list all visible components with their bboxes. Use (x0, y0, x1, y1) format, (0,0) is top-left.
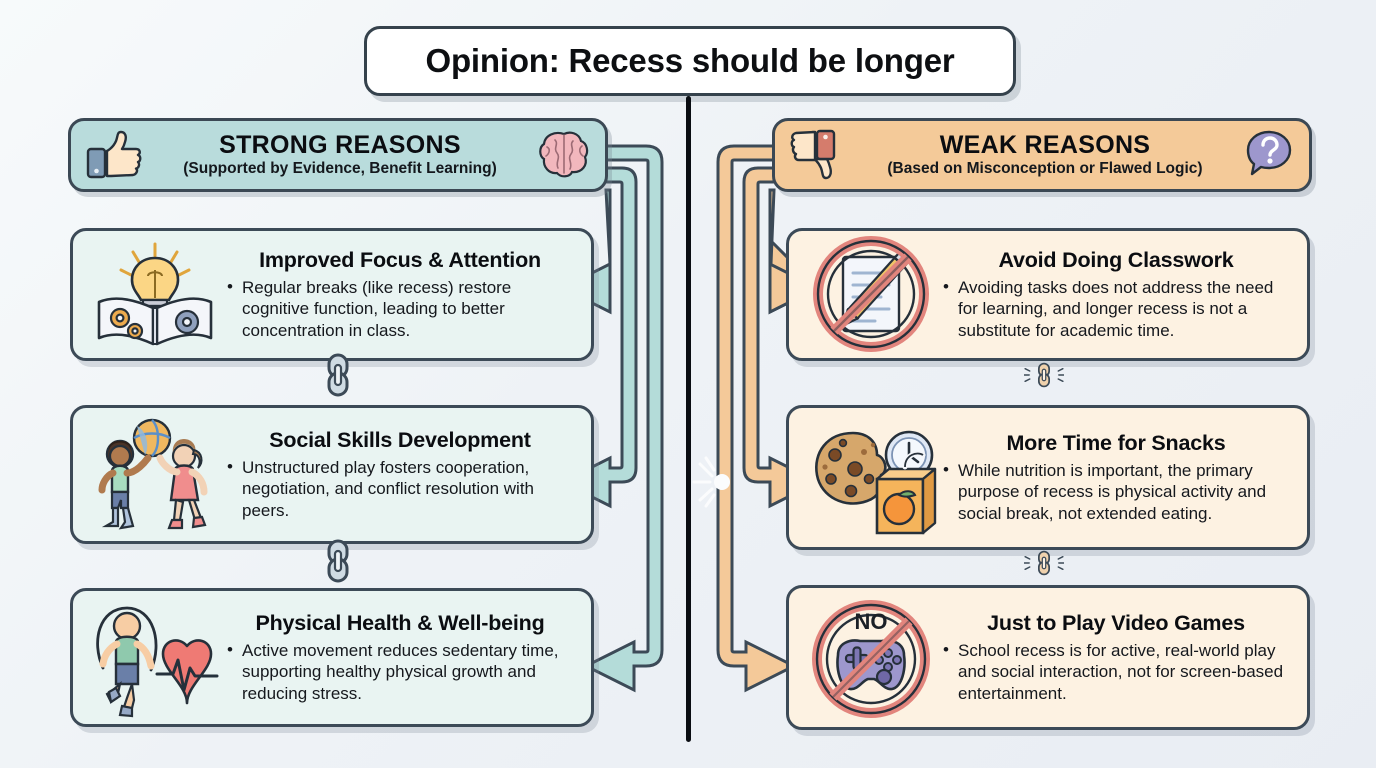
card-body: More Time for Snacks While nutrition is … (941, 431, 1291, 524)
broken-chain-link-icon (1024, 550, 1064, 576)
children-playing-ball-icon (85, 416, 225, 534)
thumbs-down-icon (790, 129, 836, 180)
cookie-juice-box-clock-icon (801, 417, 941, 539)
card-physical-health: Physical Health & Well-being Active move… (70, 588, 594, 727)
burst-core (714, 474, 730, 490)
bullet: Unstructured play fosters cooperation, n… (225, 456, 575, 521)
card-body: Just to Play Video Games School recess i… (941, 611, 1291, 704)
card-bullets: Avoiding tasks does not address the need… (941, 276, 1291, 341)
weak-header-text: WEAK REASONS (Based on Misconception or … (847, 132, 1243, 178)
thumbs-up-icon (86, 130, 142, 179)
strong-header-title: STRONG REASONS (219, 131, 461, 160)
bullet: Active movement reduces sedentary time, … (225, 639, 575, 704)
card-title: Physical Health & Well-being (255, 610, 545, 635)
bullet: School recess is for active, real-world … (941, 639, 1291, 704)
card-body: Physical Health & Well-being Active move… (225, 611, 575, 704)
page-title: Opinion: Recess should be longer (364, 26, 1016, 96)
weak-header-title: WEAK REASONS (939, 131, 1151, 160)
lightbulb-open-book-gears-icon (85, 240, 225, 350)
weak-header-subtitle: (Based on Misconception or Flawed Logic) (887, 160, 1203, 178)
question-speech-bubble-icon (1246, 130, 1292, 176)
card-title: Social Skills Development (269, 427, 531, 452)
no-video-games-prohibited-icon: NO (801, 597, 941, 719)
strong-arrow-spine (582, 144, 664, 693)
weak-arrow-spine (716, 144, 798, 693)
card-body: Social Skills Development Unstructured p… (225, 428, 575, 521)
card-video-games: NO Just to Play Video Games School reces… (786, 585, 1310, 730)
bullet: While nutrition is important, the primar… (941, 459, 1291, 524)
center-divider (686, 96, 691, 742)
strong-header-text: STRONG REASONS (Supported by Evidence, B… (143, 132, 537, 178)
burst-spark-icon (692, 456, 716, 508)
card-improved-focus: Improved Focus & Attention Regular break… (70, 228, 594, 361)
card-title: Improved Focus & Attention (259, 247, 541, 272)
no-homework-prohibited-icon (801, 235, 941, 355)
strong-reasons-header: STRONG REASONS (Supported by Evidence, B… (68, 118, 608, 192)
bullet: Regular breaks (like recess) restore cog… (225, 276, 575, 341)
chain-link-icon (327, 539, 349, 583)
card-avoid-classwork: Avoid Doing Classwork Avoiding tasks doe… (786, 228, 1310, 361)
weak-reasons-header: WEAK REASONS (Based on Misconception or … (772, 118, 1312, 192)
brain-icon (539, 131, 589, 178)
bullet: Avoiding tasks does not address the need… (941, 276, 1291, 341)
page-title-text: Opinion: Recess should be longer (425, 42, 955, 79)
card-bullets: Unstructured play fosters cooperation, n… (225, 456, 575, 521)
card-bullets: While nutrition is important, the primar… (941, 459, 1291, 524)
card-body: Improved Focus & Attention Regular break… (225, 248, 575, 341)
card-bullets: Active movement reduces sedentary time, … (225, 639, 575, 704)
card-social-skills: Social Skills Development Unstructured p… (70, 405, 594, 544)
card-bullets: Regular breaks (like recess) restore cog… (225, 276, 575, 341)
card-bullets: School recess is for active, real-world … (941, 639, 1291, 704)
card-title: Just to Play Video Games (987, 610, 1245, 635)
card-title: Avoid Doing Classwork (998, 247, 1234, 272)
chain-link-icon (327, 353, 349, 397)
jump-rope-heartbeat-icon (85, 598, 225, 718)
card-title: More Time for Snacks (1006, 430, 1226, 455)
broken-chain-link-icon (1024, 362, 1064, 388)
card-more-snacks: More Time for Snacks While nutrition is … (786, 405, 1310, 550)
no-badge-text: NO (855, 609, 888, 634)
strong-header-subtitle: (Supported by Evidence, Benefit Learning… (183, 160, 497, 178)
card-body: Avoid Doing Classwork Avoiding tasks doe… (941, 248, 1291, 341)
